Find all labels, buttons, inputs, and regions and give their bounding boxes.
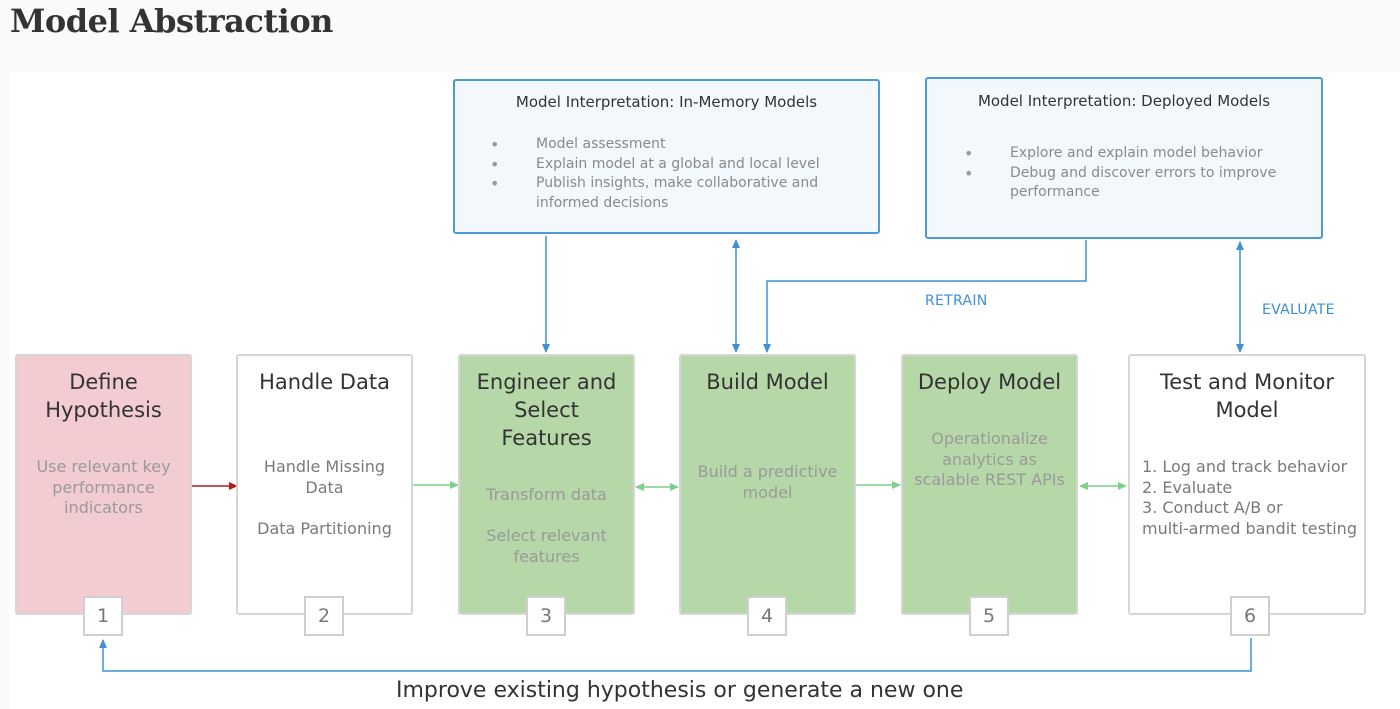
bullet-item-continuation: performance bbox=[1010, 184, 1100, 200]
step-number-1: 1 bbox=[83, 596, 123, 636]
page-title: Model Abstraction bbox=[10, 2, 333, 40]
step-number-4: 4 bbox=[747, 596, 787, 636]
bullet-item: Model assessment bbox=[490, 135, 820, 155]
step-number-3: 3 bbox=[526, 596, 566, 636]
bullet-item: Debug and discover errors to improve bbox=[964, 164, 1276, 184]
step-number-6: 6 bbox=[1230, 596, 1270, 636]
retrain-arrow bbox=[763, 240, 1087, 353]
deployed-interpretation-box: Model Interpretation: Deployed Models Ex… bbox=[925, 77, 1323, 239]
deployed-interpretation-title: Model Interpretation: Deployed Models bbox=[977, 92, 1271, 110]
bullet-item: Explain model at a global and local leve… bbox=[490, 155, 820, 175]
in-memory-bullet-list: Model assessment Explain model at a glob… bbox=[490, 135, 820, 213]
feedback-loop-arrow bbox=[99, 638, 1252, 672]
bullet-item: Explore and explain model behavior bbox=[964, 144, 1276, 164]
step-number-5: 5 bbox=[969, 596, 1009, 636]
deployed-bullet-list: Explore and explain model behavior Debug… bbox=[964, 144, 1276, 203]
stage-title: Build Model bbox=[706, 370, 829, 394]
stage-title: Deploy Model bbox=[917, 370, 1062, 394]
stage-title: Handle Data bbox=[259, 370, 390, 394]
bullet-item-continuation: informed decisions bbox=[536, 194, 669, 211]
feedback-loop-caption: Improve existing hypothesis or generate … bbox=[396, 678, 964, 703]
in-memory-interpretation-title: Model Interpretation: In-Memory Models bbox=[515, 93, 818, 111]
step-number-2: 2 bbox=[304, 596, 344, 636]
evaluate-label: EVALUATE bbox=[1262, 302, 1335, 318]
in-memory-interpretation-box: Model Interpretation: In-Memory Models M… bbox=[453, 79, 880, 234]
bullet-item: Publish insights, make collaborative and bbox=[490, 174, 820, 194]
retrain-label: RETRAIN bbox=[925, 293, 988, 309]
